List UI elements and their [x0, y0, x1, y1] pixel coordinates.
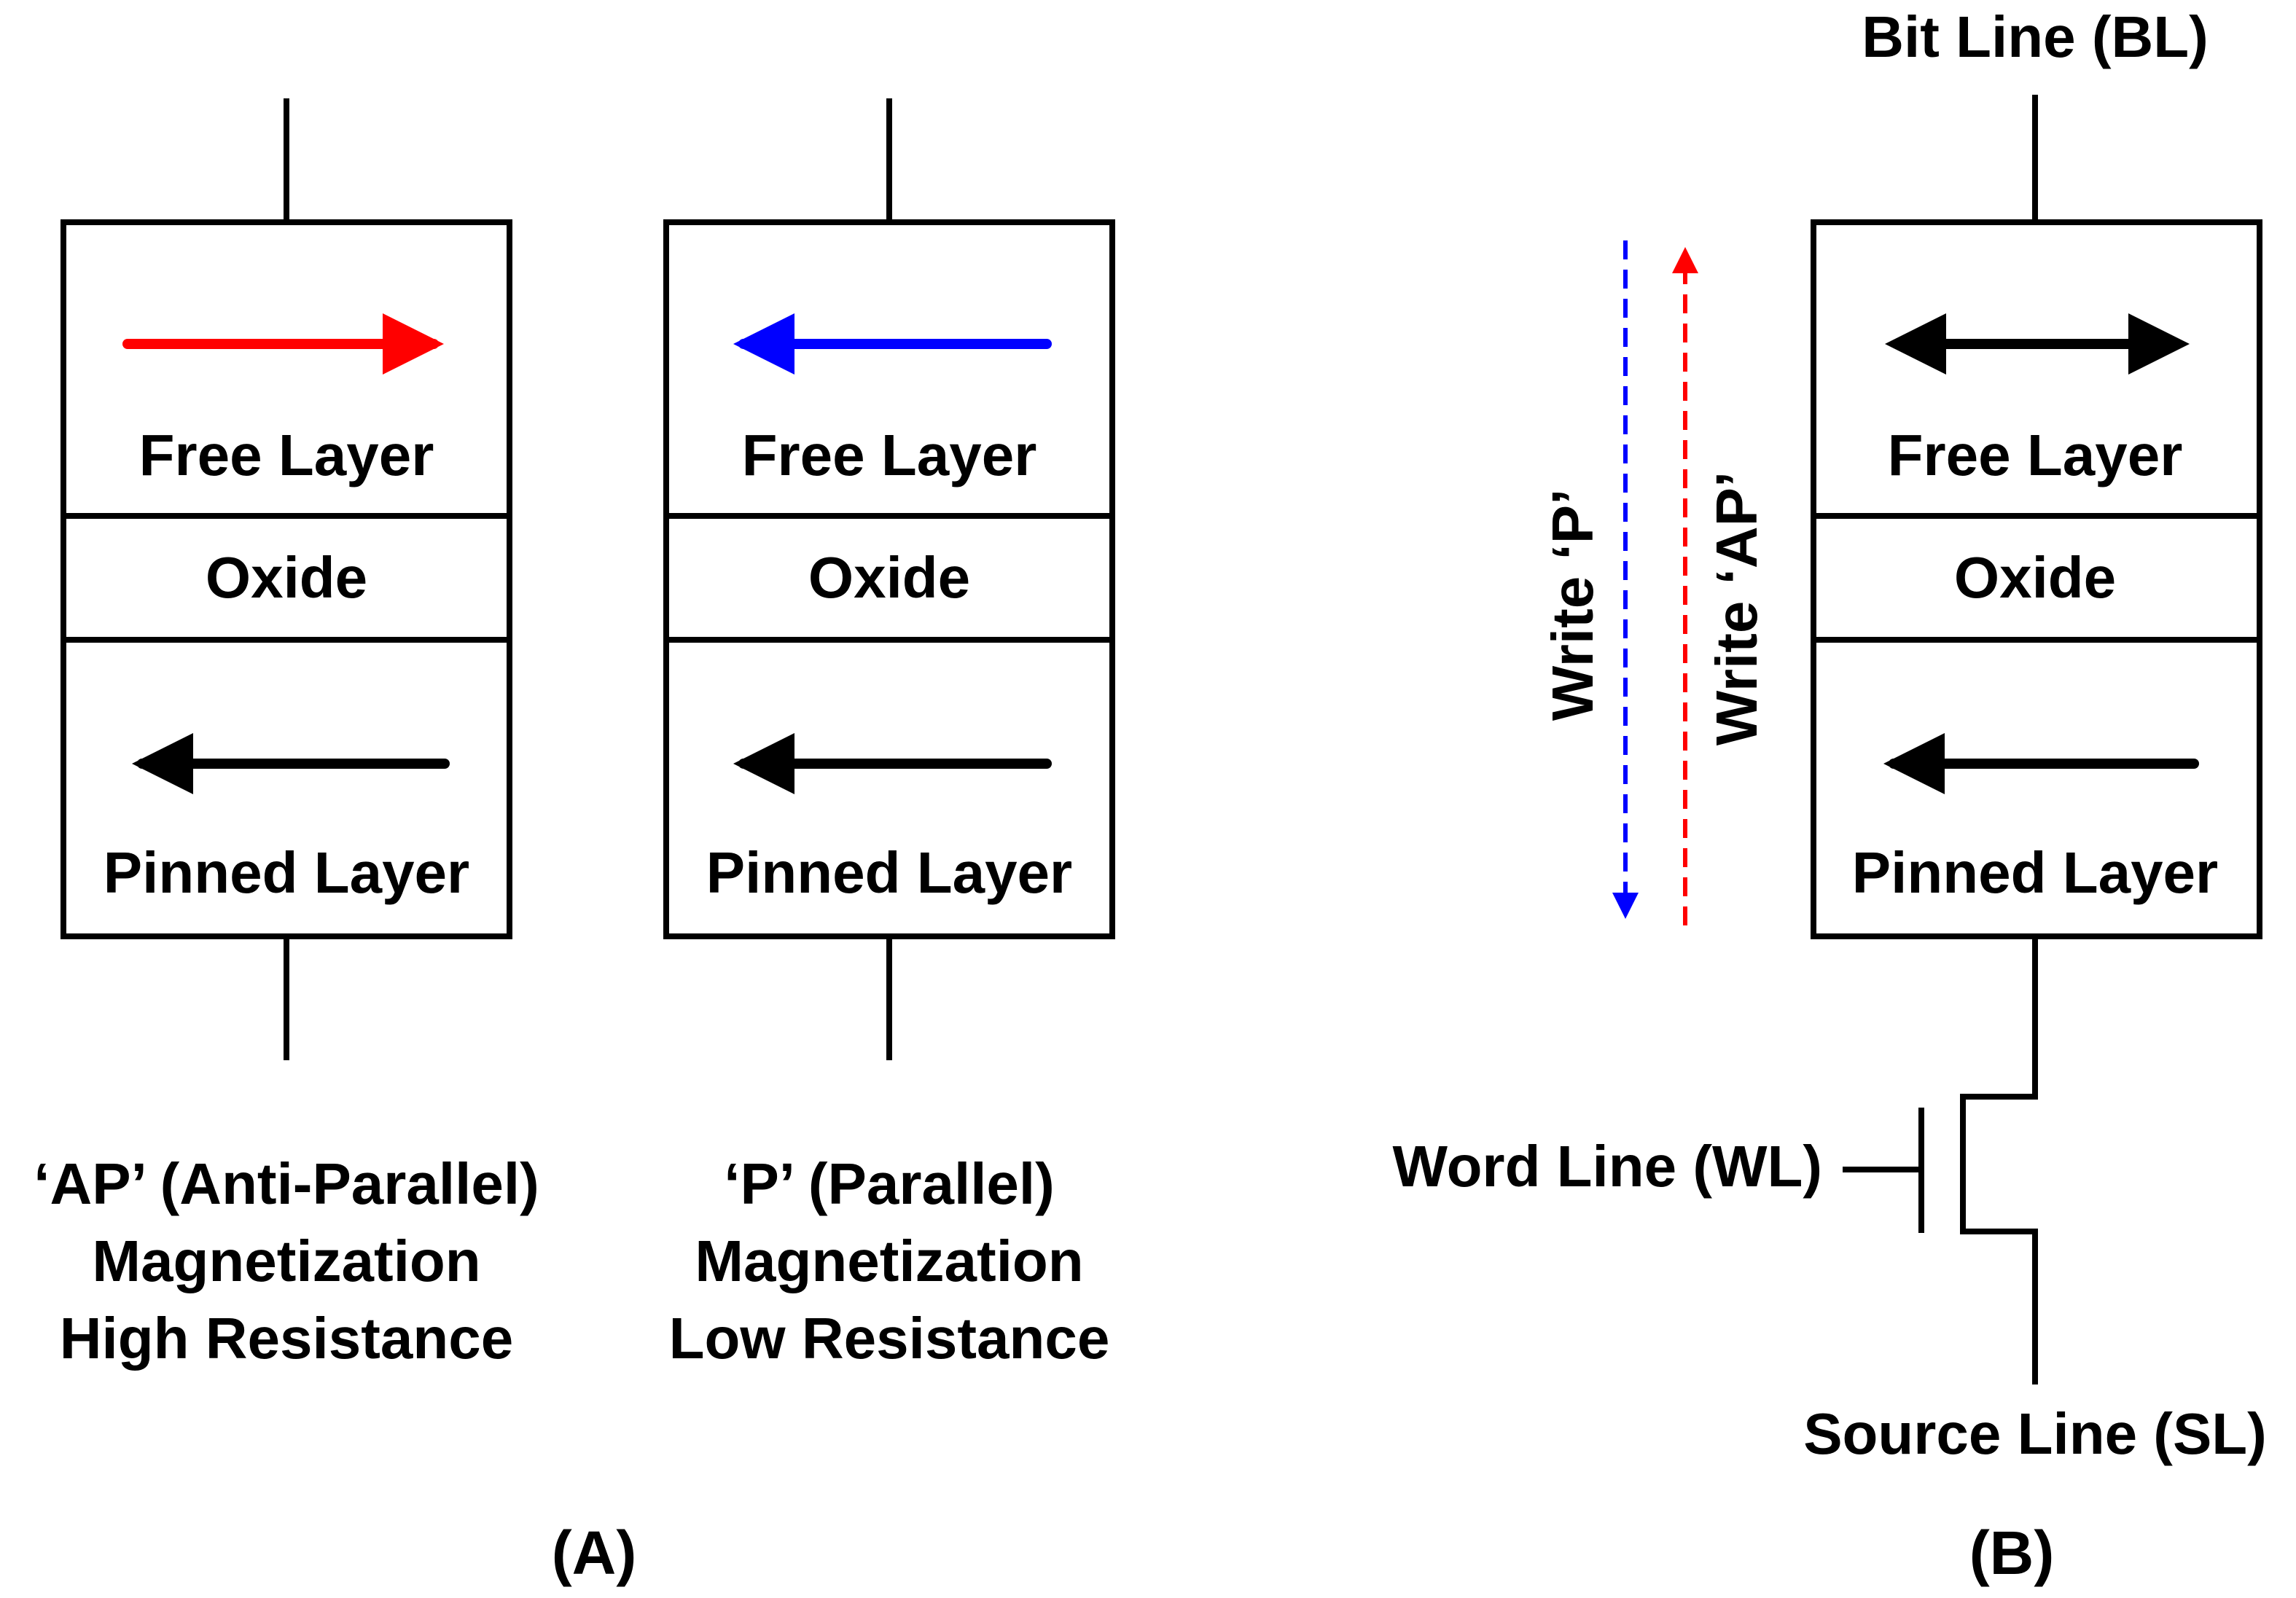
cell-caption-line: High Resistance [60, 1306, 513, 1371]
free-layer-label: Free Layer [139, 423, 434, 487]
mtj-cell-ap: Free Layer Oxide Pinned Layer ‘AP’ (Anti… [34, 98, 539, 1371]
bit-line-label: Bit Line (BL) [1862, 4, 2208, 69]
free-layer-label: Free Layer [742, 423, 1037, 487]
mtj-cell-p: Free Layer Oxide Pinned Layer ‘P’ (Paral… [663, 98, 1115, 1371]
access-transistor [1843, 936, 2038, 1384]
oxide-label: Oxide [808, 545, 970, 610]
cell-caption-line: ‘P’ (Parallel) [724, 1151, 1055, 1216]
word-line-label: Word Line (WL) [1393, 1134, 1823, 1199]
pinned-layer-label: Pinned Layer [706, 840, 1072, 905]
cell-caption-line: ‘AP’ (Anti-Parallel) [34, 1151, 539, 1216]
source-line-label: Source Line (SL) [1803, 1401, 2267, 1466]
pinned-layer-label: Pinned Layer [1852, 840, 2218, 905]
cell-caption-line: Magnetization [92, 1229, 480, 1293]
oxide-label: Oxide [206, 545, 367, 610]
drain-wire [1960, 936, 2038, 1384]
bit-cell: Bit Line (BL) Free Layer Oxide Pinned La… [1393, 4, 2267, 1466]
cell-caption-line: Low Resistance [669, 1306, 1110, 1371]
write-p-label: Write ‘P’ [1540, 489, 1605, 721]
pinned-layer-label: Pinned Layer [104, 840, 469, 905]
free-layer-label: Free Layer [1888, 423, 2183, 487]
panel-label-b: (B) [1969, 1519, 2055, 1587]
panel-label-a: (A) [552, 1519, 637, 1587]
cell-caption-line: Magnetization [695, 1229, 1083, 1293]
oxide-label: Oxide [1954, 545, 2116, 610]
write-ap-label: Write ‘AP’ [1704, 471, 1769, 745]
